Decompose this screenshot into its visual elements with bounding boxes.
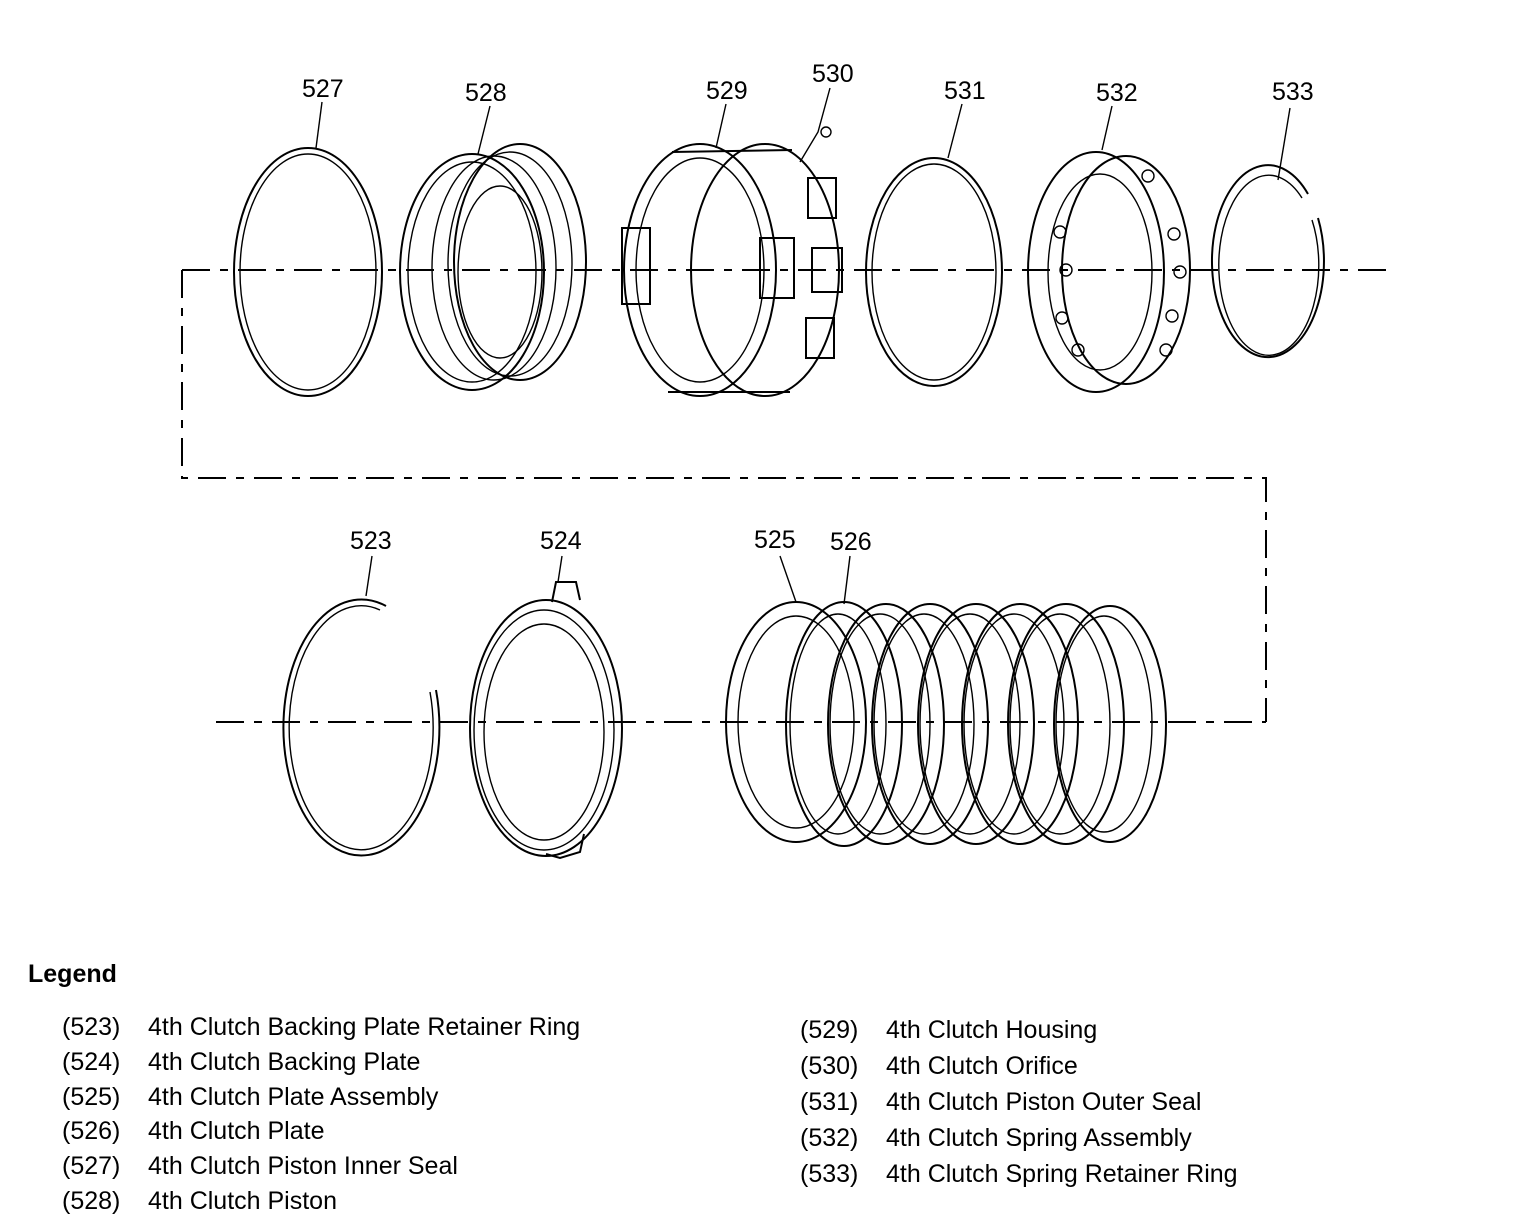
legend-label: 4th Clutch Backing Plate (148, 1047, 421, 1076)
legend-list-left: (523) 4th Clutch Backing Plate Retainer R… (62, 1010, 580, 1219)
part-523-backing-plate-retainer-ring (282, 598, 441, 857)
legend-label: 4th Clutch Orifice (886, 1052, 1078, 1080)
legend-label: 4th Clutch Piston Inner Seal (148, 1152, 458, 1181)
legend-number: (529) (800, 1016, 859, 1044)
legend-number: (523) (62, 1013, 121, 1041)
legend-item: (525) 4th Clutch Plate Assembly (62, 1080, 580, 1115)
legend-item: (526) 4th Clutch Plate (62, 1114, 580, 1149)
legend-number: (526) (62, 1117, 121, 1146)
legend-number: (525) (62, 1082, 121, 1111)
callout-525: 525 (754, 526, 796, 554)
callout-labels: 527 528 529 530 531 532 533 523 524 525 … (302, 60, 1314, 556)
legend-item: (530) 4th Clutch Orifice (800, 1048, 1238, 1084)
legend-list-right: (529) 4th Clutch Housing (530) 4th Clutch … (800, 1012, 1238, 1192)
part-525-526-clutch-plate-stack (725, 601, 1167, 847)
legend-item: (524) 4th Clutch Backing Plate (62, 1045, 580, 1080)
callout-531: 531 (944, 77, 986, 105)
leader-lines (315, 87, 1291, 605)
legend-label: 4th Clutch Plate Assembly (148, 1082, 439, 1111)
legend-number: (532) (800, 1124, 859, 1152)
callout-530: 530 (812, 60, 854, 88)
part-528-piston (399, 143, 587, 391)
legend-label: 4th Clutch Backing Plate Retainer Ring (148, 1013, 581, 1041)
legend-label: 4th Clutch Piston Outer Seal (886, 1088, 1202, 1116)
callout-524: 524 (540, 527, 582, 555)
legend-number: (530) (800, 1052, 859, 1080)
legend-title: Legend (28, 960, 117, 988)
legend-label: 4th Clutch Piston (148, 1186, 337, 1215)
part-524-backing-plate (469, 581, 623, 860)
callout-533: 533 (1272, 78, 1314, 106)
legend-item: (523) 4th Clutch Backing Plate Retainer R… (62, 1010, 580, 1045)
legend-label: 4th Clutch Housing (886, 1016, 1098, 1044)
legend-label: 4th Clutch Spring Assembly (886, 1124, 1192, 1152)
legend-number: (531) (800, 1088, 859, 1116)
part-527-piston-inner-seal (233, 147, 383, 397)
legend-number: (528) (62, 1186, 121, 1215)
callout-523: 523 (350, 527, 392, 555)
legend-number: (527) (62, 1152, 121, 1181)
part-532-spring-assembly (1027, 151, 1191, 393)
legend-label: 4th Clutch Plate (148, 1117, 325, 1146)
legend-item: (532) 4th Clutch Spring Assembly (800, 1120, 1238, 1156)
callout-532: 532 (1096, 79, 1138, 107)
legend-item: (529) 4th Clutch Housing (800, 1012, 1238, 1048)
part-533-spring-retainer-ring (1210, 164, 1325, 359)
legend-item: (527) 4th Clutch Piston Inner Seal (62, 1149, 580, 1184)
part-529-housing (621, 126, 843, 397)
part-531-piston-outer-seal (865, 157, 1003, 387)
legend-item: (533) 4th Clutch Spring Retainer Ring (800, 1156, 1238, 1192)
callout-526: 526 (830, 528, 872, 556)
legend-item: (528) 4th Clutch Piston (62, 1184, 580, 1219)
callout-527: 527 (302, 75, 344, 103)
callout-529: 529 (706, 77, 748, 105)
legend-item: (531) 4th Clutch Piston Outer Seal (800, 1084, 1238, 1120)
legend-number: (524) (62, 1047, 121, 1076)
legend-label: 4th Clutch Spring Retainer Ring (886, 1160, 1238, 1188)
callout-528: 528 (465, 79, 507, 107)
exploded-parts-diagram: 527 528 529 530 531 532 533 523 524 525 … (181, 60, 1390, 860)
legend-number: (533) (800, 1160, 859, 1188)
centerlines (181, 269, 1390, 723)
